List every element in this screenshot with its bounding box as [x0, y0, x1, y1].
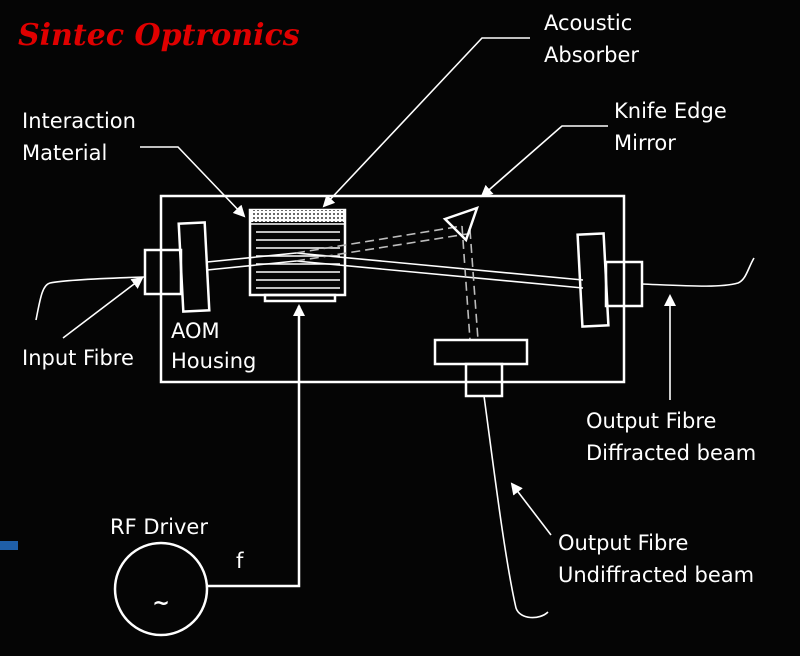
brand-logo-text: Sintec Optronics: [18, 18, 300, 53]
label-rf-driver: RF Driver: [110, 515, 208, 539]
pointer-interaction-material: [140, 146, 246, 218]
label-interaction-line1: Interaction: [22, 109, 136, 133]
transducer: [263, 293, 337, 303]
pointer-output-undiffracted: [510, 482, 552, 536]
acoustic-absorber-layer: [251, 210, 344, 222]
output-fibre-undiffracted-line: [483, 395, 549, 619]
label-output-diffracted-line2: Diffracted beam: [586, 441, 756, 465]
label-aom-line1: AOM: [171, 319, 220, 343]
accent-bar: [0, 541, 18, 550]
input-connector: [143, 248, 183, 296]
label-input-fibre: Input Fibre: [22, 346, 134, 370]
output-fibre-diffracted-line: [641, 257, 755, 287]
label-output-diffracted-line1: Output Fibre: [586, 409, 716, 433]
optical-beam: [206, 252, 584, 289]
rf-feed-line: [208, 306, 301, 588]
label-knife-line2: Mirror: [614, 131, 676, 155]
label-aom-line2: Housing: [171, 349, 256, 373]
output-flange-undiffracted: [433, 338, 529, 366]
label-acoustic-line1: Acoustic: [544, 11, 632, 35]
input-lens-flange: [177, 221, 211, 313]
label-output-undiffracted-line1: Output Fibre: [558, 531, 688, 555]
rf-driver-circle: [113, 541, 209, 637]
label-frequency: f: [236, 549, 244, 573]
pointer-knife-edge: [480, 125, 608, 198]
label-acoustic-line2: Absorber: [544, 43, 639, 67]
aom-housing-box: [159, 194, 626, 384]
knife-edge-mirror: [442, 205, 480, 243]
label-knife-line1: Knife Edge: [614, 99, 727, 123]
pointer-input-fibre: [62, 276, 144, 339]
label-interaction-line2: Material: [22, 141, 107, 165]
undiffracted-beam: [295, 225, 479, 341]
rf-symbol: ~: [152, 591, 170, 615]
output-connector-undiffracted: [464, 362, 504, 398]
label-output-undiffracted-line2: Undiffracted beam: [558, 563, 754, 587]
input-fibre-line: [35, 276, 146, 321]
pointer-acoustic-absorber: [322, 37, 530, 208]
